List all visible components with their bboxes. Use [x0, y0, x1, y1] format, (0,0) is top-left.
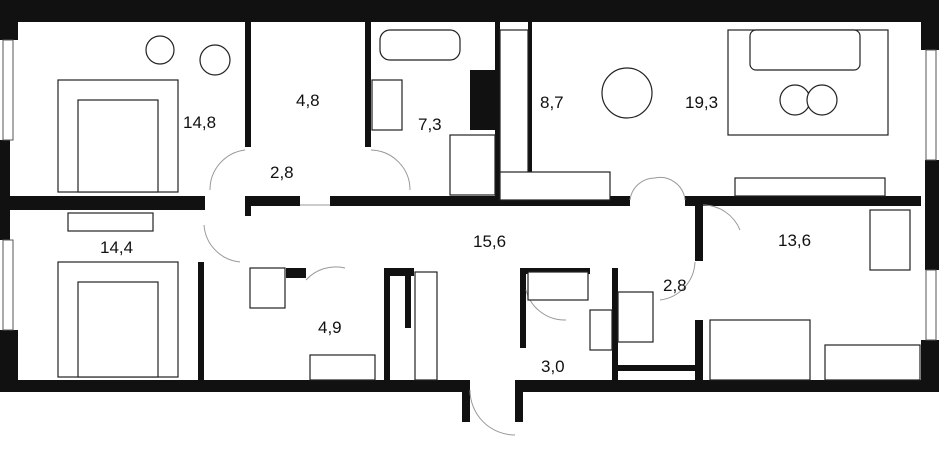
area-label-living-room: 19,3 — [685, 93, 718, 112]
area-label-bathroom-bottom: 4,9 — [318, 318, 342, 337]
area-label-bedroom-bottom-left: 14,4 — [100, 238, 133, 257]
interior-walls — [0, 22, 921, 380]
area-label-corridor: 15,6 — [473, 232, 506, 251]
desk — [869, 209, 911, 271]
sofa — [749, 29, 861, 71]
area-label-bedroom-right: 13,6 — [778, 231, 811, 250]
outer-walls — [0, 0, 939, 422]
furniture — [57, 29, 921, 381]
area-label-kitchen: 8,7 — [540, 93, 564, 112]
area-label-hall-small: 2,8 — [270, 163, 294, 182]
room-area-labels: 14,8 4,8 2,8 7,3 8,7 19,3 14,4 15,6 13,6… — [100, 91, 811, 376]
tv-stand — [734, 177, 886, 197]
area-label-bathroom-small: 2,8 — [663, 276, 687, 295]
area-label-wardrobe: 4,8 — [296, 91, 320, 110]
dining-table — [601, 67, 653, 119]
bathtub-top — [379, 29, 461, 61]
bathtub-bottom — [309, 354, 376, 381]
area-label-bedroom-top-left: 14,8 — [183, 113, 216, 132]
bed-right — [709, 319, 811, 381]
windows — [2, 39, 937, 341]
area-label-storage: 3,0 — [541, 357, 565, 376]
area-label-bathroom-top: 7,3 — [418, 115, 442, 134]
